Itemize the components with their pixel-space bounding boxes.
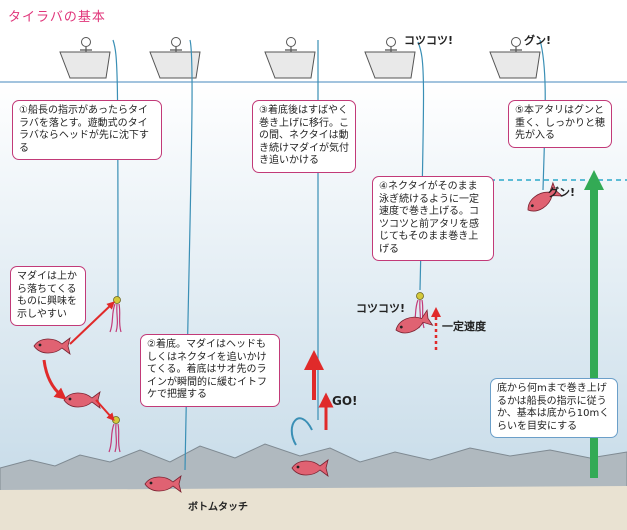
gun-top-label: グン! [524, 34, 552, 47]
bottom-touch-label: ボトムタッチ [188, 502, 248, 513]
step-5-note: ⑤本アタリはグンと重く、しっかりと穂先が入る [508, 100, 612, 148]
step-1-note: ①船長の指示があったらタイラバを落とす。遊動式のタイラバならヘッドが先に沈下する [12, 100, 162, 160]
diagram-title: タイラバの基本 [8, 10, 106, 25]
arrow-green-shaft [590, 188, 598, 478]
line-1 [112, 39, 119, 301]
step-4-note: ④ネクタイがそのまま泳ぎ続けるように一定速度で巻き上げる。コツコツと前アタリを感… [372, 176, 494, 261]
arrow-green-head [584, 170, 604, 190]
kotsu-top-label: コツコツ! [404, 34, 454, 47]
madai-note: マダイは上から落ちてくるものに興味を示しやすい [10, 266, 86, 326]
arrow-rise-3 [290, 417, 313, 446]
boat-1 [59, 36, 111, 79]
arrow-to-lure-1b [95, 399, 115, 421]
arrow-fish-follow [42, 359, 67, 400]
go-label: GO! [332, 394, 358, 408]
kotsu-mid-label: コツコツ! [356, 302, 406, 315]
boat-3 [264, 36, 316, 79]
gun-mid-label: グン! [548, 186, 576, 199]
arrow-to-lure-1 [69, 301, 115, 345]
step-3-note: ③着底後はすばやく巻き上げに移行。この間、ネクタイは動き続けマダイが気付き追いか… [252, 100, 356, 173]
step-2-note: ②着底。マダイはヘッドもしくはネクタイを追いかけてくる。着底はサオ先のラインが瞬… [140, 334, 280, 407]
depth-note: 底から何mまで巻き上げるかは船長の指示に従うか、基本は底から10mくらいを目安に… [490, 378, 618, 438]
constant-speed-label: 一定速度 [442, 320, 486, 333]
seabed-sand [0, 486, 627, 530]
